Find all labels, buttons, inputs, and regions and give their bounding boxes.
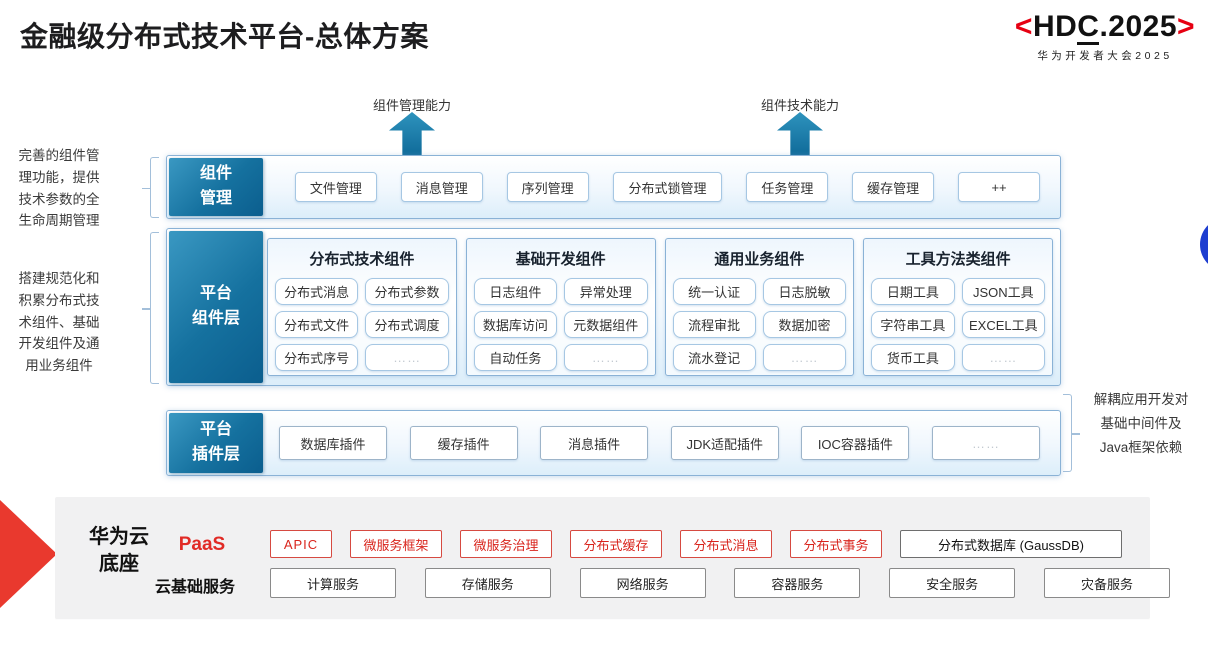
diagram-node: 数据加密 xyxy=(762,311,847,338)
diagram-node: 异常处理 xyxy=(564,278,648,305)
logo-right-bracket-icon: > xyxy=(1177,10,1196,43)
diagram-node: 字符串工具 xyxy=(871,311,955,338)
diagram-node: 日志组件 xyxy=(473,278,558,305)
diagram-node: EXCEL工具 xyxy=(961,311,1045,338)
group-title: 工具方法类组件 xyxy=(905,251,1011,268)
diagram-node: APIC xyxy=(270,530,332,558)
diagram-node-more: …… xyxy=(762,344,847,371)
platform-plugin-items: 数据库插件 缓存插件 消息插件 JDK适配插件 IOC容器插件 …… xyxy=(279,426,1040,460)
diagram-node: 分布式序号 xyxy=(275,344,359,371)
layer-label-component-management: 组件 管理 xyxy=(169,158,263,216)
diagram-node: 流程审批 xyxy=(672,311,756,338)
diagram-node: IOC容器插件 xyxy=(801,426,910,460)
group-title: 基础开发组件 xyxy=(515,251,606,268)
diagram-node: 任务管理 xyxy=(746,172,829,202)
note-platform-components: 搭建规范化和积累分布式技术组件、基础开发组件及通用业务组件 xyxy=(18,271,100,374)
red-arrow-icon xyxy=(0,500,57,608)
note-component-management: 完善的组件管理功能，提供技术参数的全生命周期管理 xyxy=(18,148,100,229)
diagram-node: 分布式消息 xyxy=(275,278,359,305)
diagram-node: 自动任务 xyxy=(473,344,558,371)
group-basic-dev: 基础开发组件 日志组件 异常处理 数据库访问 元数据组件 自动任务 …… xyxy=(465,238,656,376)
diagram-node-more: …… xyxy=(365,344,449,371)
diagram-node: 分布式调度 xyxy=(365,311,449,338)
diagram-node-more: …… xyxy=(931,426,1040,460)
layer-platform-plugins: 平台 插件层 数据库插件 缓存插件 消息插件 JDK适配插件 IOC容器插件 …… xyxy=(166,410,1061,476)
cloud-base-label: 华为云 底座 xyxy=(89,526,149,575)
diagram-node: JSON工具 xyxy=(961,278,1045,305)
layer-component-management: 组件 管理 文件管理 消息管理 序列管理 分布式锁管理 任务管理 缓存管理 ++ xyxy=(166,155,1061,219)
blue-circle-decoration xyxy=(1200,217,1208,272)
diagram-node: 消息插件 xyxy=(540,426,649,460)
diagram-node: 序列管理 xyxy=(506,172,589,202)
diagram-node: 微服务治理 xyxy=(460,530,552,558)
diagram-node: 分布式参数 xyxy=(365,278,449,305)
arrow-label-management: 组件管理能力 xyxy=(372,98,451,113)
diagram-node: ++ xyxy=(958,172,1040,202)
diagram-node: 分布式消息 xyxy=(680,530,772,558)
layer-platform-components: 平台 组件层 分布式技术组件 分布式消息 分布式参数 分布式文件 分布式调度 分… xyxy=(166,228,1061,386)
note-plugins-decoupling: 解耦应用开发对 基础中间件及 Java框架依赖 xyxy=(1093,392,1189,455)
diagram-node: 数据库插件 xyxy=(279,426,387,460)
diagram-node: JDK适配插件 xyxy=(670,426,779,460)
layer-label-platform-plugins: 平台 插件层 xyxy=(169,413,263,473)
diagram-node: 缓存管理 xyxy=(852,172,935,202)
paas-label: PaaS xyxy=(178,534,226,555)
logo-left-bracket-icon: < xyxy=(1014,10,1033,43)
bracket-connector xyxy=(142,232,159,384)
bracket-connector xyxy=(142,157,159,218)
platform-component-groups: 分布式技术组件 分布式消息 分布式参数 分布式文件 分布式调度 分布式序号 ……… xyxy=(267,238,1053,376)
diagram-node-more: …… xyxy=(961,344,1045,371)
diagram-node: 容器服务 xyxy=(734,568,861,598)
paas-items: APIC 微服务框架 微服务治理 分布式缓存 分布式消息 分布式事务 分布式数据… xyxy=(270,530,1122,558)
diagram-node: 计算服务 xyxy=(270,568,396,598)
diagram-node: 日期工具 xyxy=(871,278,955,305)
diagram-node: 网络服务 xyxy=(579,568,706,598)
diagram-node: 微服务框架 xyxy=(350,530,442,558)
group-tool-methods: 工具方法类组件 日期工具 JSON工具 字符串工具 EXCEL工具 货币工具 …… xyxy=(863,238,1053,376)
diagram-node: 灾备服务 xyxy=(1043,568,1170,598)
bracket-connector xyxy=(1063,394,1080,472)
diagram-node: 日志脱敏 xyxy=(762,278,847,305)
up-arrow-icon xyxy=(777,112,823,156)
diagram-node: 消息管理 xyxy=(400,172,483,202)
diagram-node: 统一认证 xyxy=(672,278,756,305)
diagram-node: 分布式缓存 xyxy=(570,530,662,558)
diagram-node: 分布式文件 xyxy=(275,311,359,338)
diagram-node: 分布式事务 xyxy=(790,530,882,558)
group-common-business: 通用业务组件 统一认证 日志脱敏 流程审批 数据加密 流水登记 …… xyxy=(664,238,855,376)
group-title: 通用业务组件 xyxy=(714,251,805,268)
layer-label-platform-components: 平台 组件层 xyxy=(169,231,263,383)
diagram-node: 分布式数据库 (GaussDB) xyxy=(900,530,1122,558)
diagram-node: 流水登记 xyxy=(672,344,756,371)
group-title: 分布式技术组件 xyxy=(309,251,415,268)
iaas-items: 计算服务 存储服务 网络服务 容器服务 安全服务 灾备服务 xyxy=(270,568,1170,598)
diagram-node: 货币工具 xyxy=(871,344,955,371)
arrow-label-technology: 组件技术能力 xyxy=(760,98,839,113)
up-arrow-icon xyxy=(389,112,435,156)
iaas-label: 云基础服务 xyxy=(155,579,236,596)
group-distributed-tech: 分布式技术组件 分布式消息 分布式参数 分布式文件 分布式调度 分布式序号 …… xyxy=(267,238,457,376)
hdc-logo-text: <HDC.2025> xyxy=(1014,10,1196,45)
diagram-node: 数据库访问 xyxy=(473,311,558,338)
component-management-items: 文件管理 消息管理 序列管理 分布式锁管理 任务管理 缓存管理 ++ xyxy=(295,172,1040,202)
diagram-node: 安全服务 xyxy=(889,568,1016,598)
diagram-node: 存储服务 xyxy=(424,568,551,598)
diagram-node: 文件管理 xyxy=(295,172,377,202)
page-title: 金融级分布式技术平台-总体方案 xyxy=(20,21,429,52)
cloud-base-panel: 华为云 底座 PaaS APIC 微服务框架 微服务治理 分布式缓存 分布式消息… xyxy=(55,497,1170,620)
hdc-logo: <HDC.2025> 华为开发者大会2025 xyxy=(1005,10,1205,63)
diagram-node-more: …… xyxy=(564,344,648,371)
hdc-logo-subtitle: 华为开发者大会2025 xyxy=(1037,49,1173,62)
diagram-node: 缓存插件 xyxy=(409,426,518,460)
diagram-node: 元数据组件 xyxy=(564,311,648,338)
diagram-node: 分布式锁管理 xyxy=(612,172,723,202)
